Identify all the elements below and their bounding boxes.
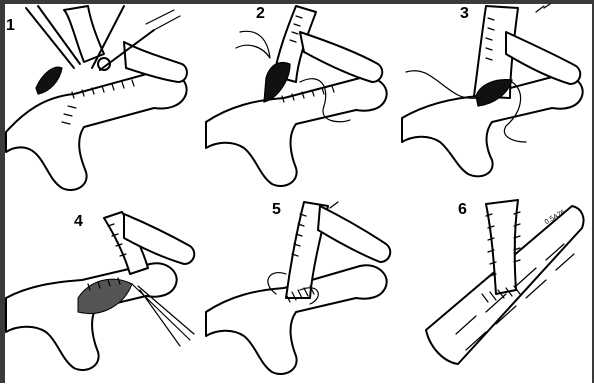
step-number-5: 5 [272, 202, 281, 218]
step-panel-6: 6 0.5A76 [396, 194, 592, 384]
step-panel-2: 2 [200, 2, 396, 192]
step-number-6: 6 [458, 202, 467, 218]
step-panel-1: 1 [4, 2, 200, 192]
step-panel-3: 3 [396, 2, 592, 192]
step-number-1: 1 [6, 18, 15, 34]
artery-anastomosis-tied-icon [396, 2, 592, 192]
step-panel-5: 5 [200, 194, 396, 384]
artery-incision-scissors-icon [4, 2, 200, 192]
artery-anastomosis-sutured-icon [200, 194, 396, 384]
artery-opened-thread-icon [4, 194, 200, 384]
step-number-3: 3 [460, 6, 469, 22]
artery-final-anastomosis-icon [396, 194, 592, 384]
step-number-4: 4 [74, 214, 83, 230]
step-panel-4: 4 [4, 194, 200, 384]
step-number-2: 2 [256, 6, 265, 22]
artery-anastomosis-suture-icon [200, 2, 396, 192]
